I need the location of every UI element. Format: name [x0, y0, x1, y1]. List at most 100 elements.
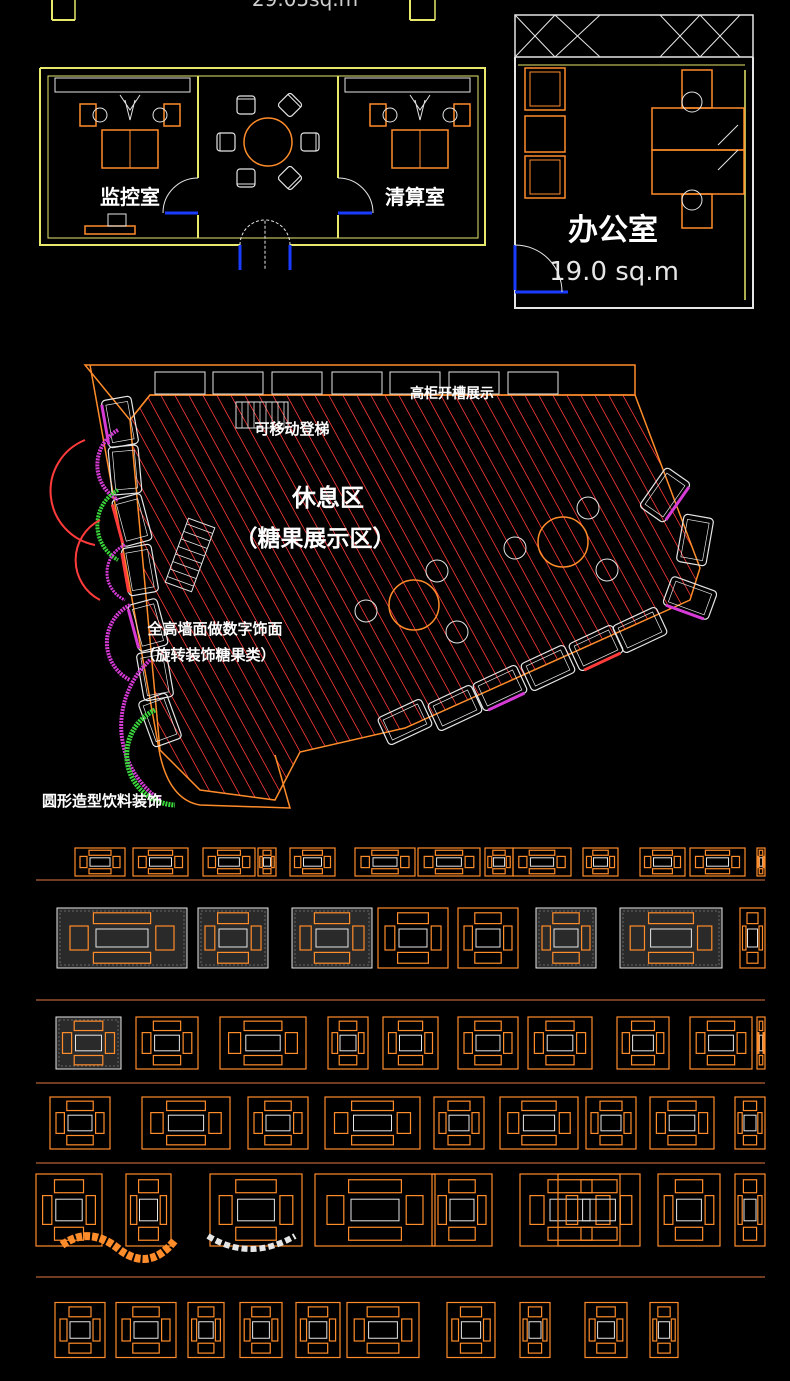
office-area-label: 19.0 sq.m — [549, 257, 679, 287]
cabinet-unit — [448, 371, 500, 395]
sofa-set-icon — [499, 1096, 579, 1150]
cabinet-unit — [331, 371, 383, 395]
round-table-icon — [503, 496, 619, 582]
sofa-set-icon — [734, 1173, 766, 1247]
stair-icon — [235, 401, 289, 429]
desk-icon — [369, 94, 471, 169]
sofa-set-icon — [219, 1016, 307, 1070]
furniture-block-library — [35, 847, 766, 1359]
sofa-set-icon — [739, 907, 766, 969]
floor-hatch — [130, 395, 700, 800]
sofa-set-icon — [519, 1173, 621, 1247]
display-unit — [138, 692, 182, 748]
chair-icon — [277, 92, 303, 118]
sofa-set-icon — [56, 907, 188, 969]
display-unit — [568, 624, 624, 672]
cabinet-unit — [389, 371, 441, 395]
sofa-set-icon — [324, 1096, 421, 1150]
sofa-set-icon — [202, 847, 256, 877]
sofa-set-icon — [433, 1096, 485, 1150]
movable-ladder-label: 可移动登梯 — [254, 420, 329, 438]
sofa-set-icon — [49, 1096, 111, 1150]
display-unit — [136, 648, 174, 702]
sofa-set-icon — [382, 1016, 439, 1070]
sofa-set-icon — [557, 1173, 641, 1247]
sofa-set-icon — [115, 1301, 177, 1359]
monitor-settlement-block: 监控室 清算室 — [39, 67, 486, 270]
top-area-label: 29.05sq.m — [252, 0, 358, 11]
sofa-set-icon — [74, 847, 126, 877]
sofa-set-icon — [377, 907, 449, 969]
wall-note-line-1: 全高墙面做数字饰面 — [146, 620, 282, 638]
sofa-set-icon — [585, 1096, 637, 1150]
sofa-set-icon — [512, 847, 572, 877]
office-label: 办公室 — [568, 213, 658, 248]
display-unit — [120, 543, 159, 597]
sofa-set-icon — [132, 847, 189, 877]
sofa-set-icon — [649, 1301, 679, 1359]
sofa-set-icon — [689, 1016, 753, 1070]
sofa-set-icon — [616, 1016, 670, 1070]
sofa-set-icon — [209, 1173, 303, 1247]
sofa-set-icon — [54, 1301, 106, 1359]
sofa-set-icon — [125, 1173, 172, 1247]
sofa-set-icon — [239, 1301, 283, 1359]
sofa-set-icon — [257, 847, 277, 877]
sofa-set-icon — [457, 907, 519, 969]
sofa-set-icon — [527, 1016, 593, 1070]
candy-display-label: （糖果展示区） — [235, 525, 396, 552]
sofa-set-icon — [689, 847, 746, 877]
sofa-set-icon — [197, 907, 269, 969]
sofa-set-icon — [354, 847, 416, 877]
sofa-set-icon — [639, 847, 686, 877]
sofa-set-icon — [431, 1173, 493, 1247]
lounge-area: 高柜开槽展示 可移动登梯 休息区 （糖果展示区） 全高墙面做数字饰面 （旋转装饰… — [42, 364, 718, 810]
sofa-set-icon — [187, 1301, 225, 1359]
sofa-set-icon — [247, 1096, 309, 1150]
cabinet-unit — [154, 371, 206, 395]
curved-sofa-icon — [59, 1232, 179, 1263]
sofa-set-icon — [35, 1173, 103, 1247]
lounge-label: 休息区 — [291, 484, 364, 512]
display-unit — [639, 467, 691, 523]
sofa-set-icon — [135, 1016, 199, 1070]
sofa-set-icon — [457, 1016, 519, 1070]
desk-icon — [79, 94, 181, 169]
chair-icon — [277, 165, 303, 191]
cabinet-unit — [507, 371, 559, 395]
sofa-set-icon — [619, 907, 723, 969]
sofa-set-icon — [582, 847, 619, 877]
office-room: 办公室 19.0 sq.m — [513, 14, 754, 309]
circular-drink-decor — [49, 428, 176, 808]
tall-cabinet-label: 高柜开槽展示 — [410, 385, 494, 402]
cabinet-unit — [271, 371, 323, 395]
sofa-set-icon — [584, 1301, 628, 1359]
curved-sofa-icon — [206, 1233, 297, 1252]
sofa-set-icon — [446, 1301, 496, 1359]
wall-note-line-2: （旋转装饰糖果类） — [140, 646, 275, 664]
sofa-set-icon — [484, 847, 514, 877]
stair-icon — [164, 517, 216, 593]
sofa-set-icon — [314, 1173, 436, 1247]
sofa-set-icon — [141, 1096, 231, 1150]
sofa-set-icon — [657, 1173, 721, 1247]
monitor-room-label: 监控室 — [100, 185, 160, 209]
sofa-set-icon — [327, 1016, 369, 1070]
sofa-set-icon — [649, 1096, 715, 1150]
sofa-set-icon — [295, 1301, 341, 1359]
sofa-set-icon — [519, 1301, 551, 1359]
drink-decor-label: 圆形造型饮料装饰 — [42, 792, 162, 810]
sofa-set-icon — [417, 847, 481, 877]
display-unit — [427, 684, 483, 732]
display-unit — [676, 513, 714, 567]
settlement-room-label: 清算室 — [385, 185, 445, 209]
sofa-set-icon — [291, 907, 373, 969]
sofa-set-icon — [734, 1096, 766, 1150]
display-unit — [662, 576, 718, 621]
sofa-set-icon — [346, 1301, 420, 1359]
display-unit — [126, 598, 169, 652]
sofa-set-icon — [289, 847, 336, 877]
round-table-icon — [354, 559, 469, 644]
